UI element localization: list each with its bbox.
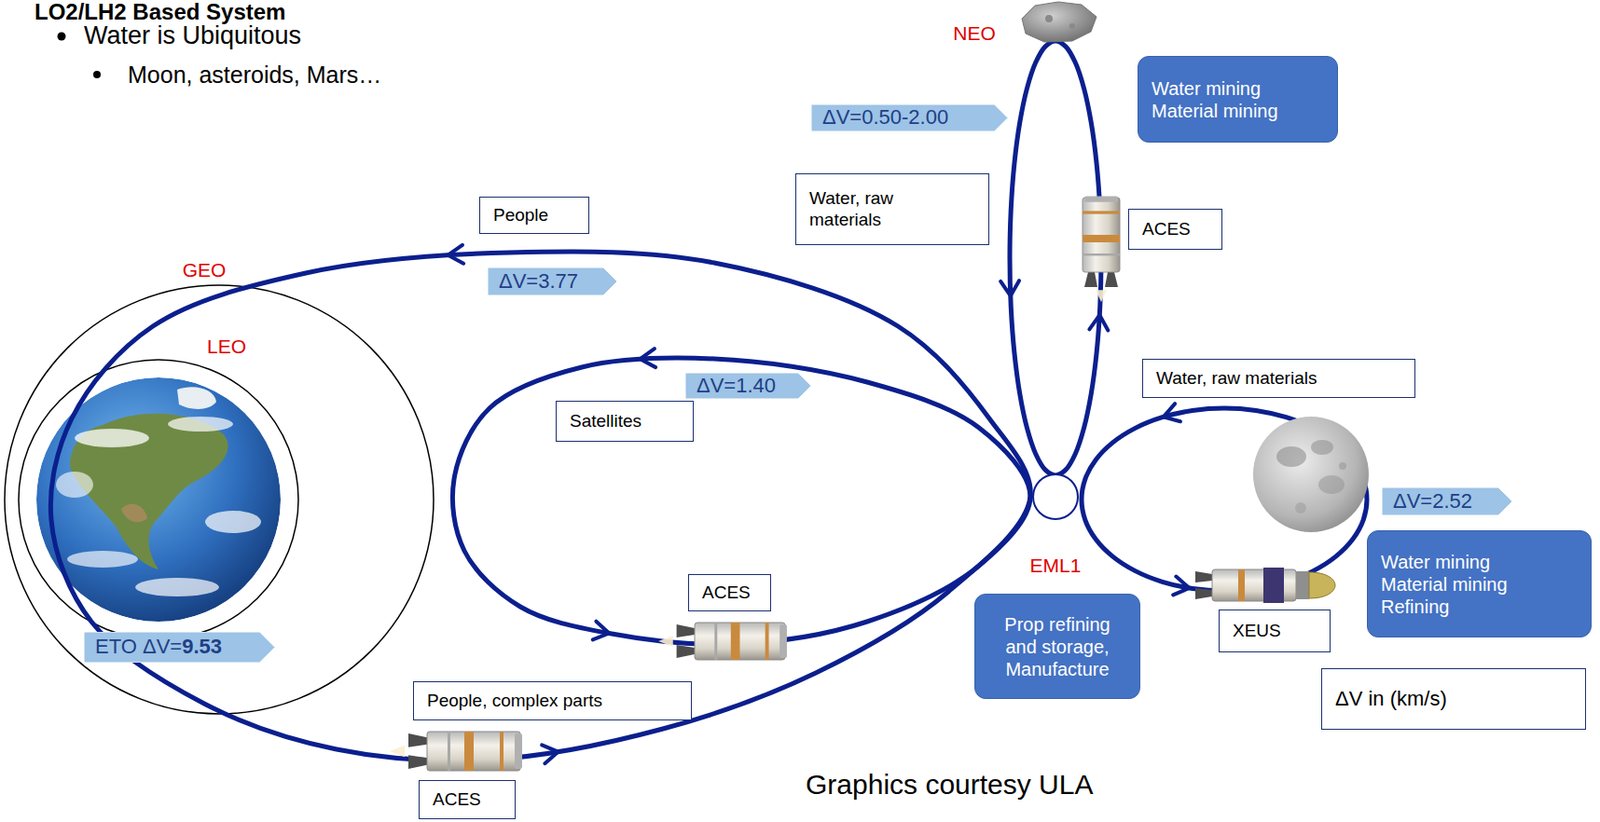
illustration-part <box>177 386 217 410</box>
aces-stage <box>658 622 787 661</box>
illustration-part <box>74 428 150 448</box>
xeus-lander <box>1195 567 1336 604</box>
location-label: EML1 <box>1027 554 1085 578</box>
cargo-box: Water, raw materials <box>795 173 990 246</box>
vehicle-label: ACES <box>418 780 516 820</box>
delta-v-arrow-fill <box>487 267 618 296</box>
delta-v-arrow-fill <box>83 632 276 663</box>
illustration-part <box>1238 569 1245 602</box>
delta-v-arrow-fill <box>811 104 1008 132</box>
illustration-part <box>1253 416 1369 533</box>
delta-v-tag-text: 9.53 <box>181 634 222 659</box>
delta-v-tag: ΔV=2.52 <box>1381 487 1513 516</box>
cargo-box: Water, raw materials <box>1142 358 1416 399</box>
delta-v-tag: ΔV=3.77 <box>487 267 618 296</box>
cargo-box: People <box>479 196 590 235</box>
activity-box-text: Water mining Material mining Refining <box>1380 551 1508 618</box>
bullet <box>93 70 101 79</box>
illustration-part <box>135 578 220 597</box>
illustration-part <box>205 510 262 534</box>
bullet-text: Water is Ubiquitous <box>83 21 302 51</box>
orbit-arrowhead <box>1172 577 1189 596</box>
illustration-part <box>1296 571 1310 600</box>
transfer-orbits <box>50 41 1367 764</box>
geo-orbit-ring <box>4 285 434 715</box>
orbit-arrowhead <box>1163 403 1181 422</box>
cargo-box-text: Satellites <box>569 411 642 431</box>
delta-v-tag-text: ΔV=1.40 <box>696 373 776 398</box>
illustration-part <box>167 416 234 432</box>
vehicle-label-text: ACES <box>1142 219 1191 239</box>
activity-box: Prop refining and storage, Manufacture <box>974 593 1141 700</box>
orbit-arrowhead <box>593 621 610 641</box>
illustration-part <box>1195 571 1213 583</box>
leo-orbit-ring <box>18 359 299 640</box>
illustration-part <box>121 504 148 524</box>
activity-box: Water mining Material mining Refining <box>1366 530 1592 638</box>
vehicle-label: XEUS <box>1218 609 1331 653</box>
location-label: NEO <box>952 22 996 45</box>
orbit-arrowhead <box>1089 315 1108 332</box>
orbit-arrowhead <box>448 245 465 264</box>
activity-box-text: Prop refining and storage, Manufacture <box>1004 614 1110 680</box>
cargo-box-text: People, complex parts <box>427 690 603 711</box>
illustration-part <box>1045 14 1053 23</box>
cargo-box: Satellites <box>555 400 694 442</box>
illustration-part <box>55 471 94 498</box>
illustration-part <box>1276 446 1307 468</box>
orbit-arrowhead <box>1000 280 1020 296</box>
delta-v-tag-text: ETO ΔV= <box>95 634 182 659</box>
eml1-point <box>1033 474 1078 520</box>
aces-stage <box>389 731 523 772</box>
aces-stage <box>1082 195 1120 303</box>
credit-text: Graphics courtesy ULA <box>805 769 1093 802</box>
moon <box>1253 416 1369 533</box>
illustration-part <box>1069 23 1076 29</box>
vehicle-label: ACES <box>1128 208 1223 250</box>
delta-v-arrow-fill <box>685 372 812 400</box>
delta-v-tag-text: ΔV=2.52 <box>1393 489 1473 513</box>
illustration-part <box>1309 572 1336 599</box>
bullet-text: Moon, asteroids, Mars… <box>127 61 382 89</box>
illustration-part <box>1318 475 1345 495</box>
cargo-box-text: Water, raw materials <box>1156 368 1317 388</box>
illustration-part <box>67 551 138 568</box>
illustration-part <box>69 413 229 570</box>
slide-title: LO2/LH2 Based System <box>34 0 286 24</box>
cargo-box: People, complex parts <box>413 681 692 721</box>
delta-v-tag-text: ΔV=0.50-2.00 <box>822 105 949 129</box>
illustration-part <box>1263 567 1284 604</box>
activity-box: Water mining Material mining <box>1137 55 1338 143</box>
delta-v-tag: ΔV=1.40 <box>685 372 812 400</box>
units-note-text: ΔV in (km/s) <box>1335 687 1448 711</box>
bullet <box>57 32 67 42</box>
vehicle-label: ACES <box>688 574 772 612</box>
vehicle-label-text: ACES <box>432 789 482 810</box>
vehicle-label-text: ACES <box>702 582 751 603</box>
geo-transfer-orbit <box>50 251 1031 761</box>
activity-box-text: Water mining Material mining <box>1151 78 1279 122</box>
location-label: LEO <box>204 335 249 359</box>
asteroid <box>1021 1 1097 42</box>
orbit-arrowhead <box>640 348 657 368</box>
illustration-part <box>1310 440 1334 456</box>
location-label: GEO <box>179 259 230 282</box>
cargo-box-text: People <box>493 205 549 225</box>
illustration-part <box>1021 1 1097 42</box>
delta-v-tag-text: ΔV=3.77 <box>498 269 579 293</box>
orbit-arrowhead <box>541 744 558 764</box>
illustration-part <box>1295 502 1307 514</box>
units-note: ΔV in (km/s) <box>1321 668 1587 731</box>
vehicle-label-text: XEUS <box>1232 620 1282 641</box>
leo-transfer-orbit <box>452 358 1031 645</box>
cargo-box-text: Water, raw materials <box>809 188 894 230</box>
delta-v-tag: ETO ΔV=9.53 <box>83 632 276 663</box>
illustration-part <box>1195 588 1213 600</box>
delta-v-arrow-fill <box>1381 487 1513 516</box>
delta-v-tag: ΔV=0.50-2.00 <box>811 104 1008 132</box>
illustration-part <box>1338 462 1347 470</box>
